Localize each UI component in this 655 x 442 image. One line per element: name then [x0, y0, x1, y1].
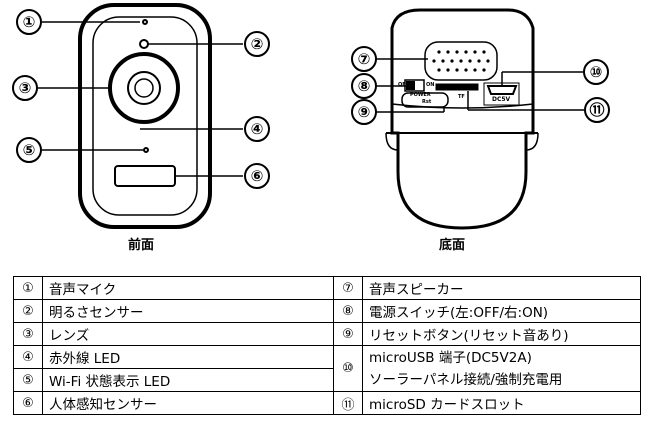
part-name: リセットボタン(リセット音あり): [362, 322, 641, 346]
caption-bottom: 底面: [439, 238, 466, 253]
table-row: ④ 赤外線 LED ⑩ microUSB 端子(DC5V2A) ソーラーパネル接…: [13, 345, 641, 392]
marker-11: ⑪: [589, 101, 604, 119]
marker-3: ③: [19, 79, 32, 97]
part-name: 音声スピーカー: [362, 276, 641, 300]
front-camera-face: [92, 16, 198, 216]
lens-inner: [134, 78, 154, 98]
reset-button: [401, 92, 449, 108]
part-number: ④: [13, 345, 43, 369]
label-power: POWER: [410, 92, 431, 98]
part-number: ①: [13, 276, 43, 300]
part-number: ⑪: [333, 391, 363, 415]
lens-middle: [127, 71, 161, 105]
part-name: microSD カードスロット: [362, 391, 641, 415]
part-name: レンズ: [42, 322, 334, 346]
table-row: ① 音声マイク ⑦ 音声スピーカー: [13, 276, 641, 300]
part-name: 人体感知センサー: [42, 391, 334, 415]
part-name: Wi-Fi 状態表示 LED: [42, 368, 334, 392]
marker-5: ⑤: [23, 141, 36, 159]
label-dc5v: DC5V: [492, 96, 511, 103]
wifi-led-dot: [143, 147, 149, 153]
lens-outer: [108, 52, 180, 124]
part-number: ⑥: [13, 391, 43, 415]
part-name: 音声マイク: [42, 276, 334, 300]
marker-4: ④: [251, 120, 264, 138]
marker-6: ⑥: [251, 167, 264, 185]
product-diagram: ① ② ③ ④ ⑤ ⑥ ⑦ ⑧ ⑨ ⑩ ⑪ OFF POWER ON TF Rs…: [12, 3, 610, 230]
part-number: ⑦: [333, 276, 363, 300]
part-number: ⑧: [333, 299, 363, 323]
part-name: 電源スイッチ(左:OFF/右:ON): [362, 299, 641, 323]
label-rst: Rst: [422, 99, 432, 105]
part-number: ③: [13, 322, 43, 346]
table-row: ⑤ Wi-Fi 状態表示 LED: [13, 368, 641, 392]
caption-front: 前面: [128, 238, 155, 253]
light-sensor: [139, 39, 149, 49]
label-off: OFF: [398, 82, 409, 88]
part-number: ⑤: [13, 368, 43, 392]
part-name: microUSB 端子(DC5V2A): [369, 349, 532, 366]
table-row: ③ レンズ ⑨ リセットボタン(リセット音あり): [13, 322, 641, 346]
speaker-grille: [424, 41, 498, 81]
marker-1: ①: [23, 13, 36, 31]
parts-table: ① 音声マイク ⑦ 音声スピーカー ② 明るさセンサー ⑧ 電源スイッチ(左:O…: [13, 276, 641, 415]
part-name-line2: ソーラーパネル接続/強制充電用: [369, 371, 563, 388]
microphone-dot: [142, 19, 148, 25]
marker-9: ⑨: [358, 103, 371, 121]
label-tf: TF: [458, 94, 465, 100]
label-on: ON: [426, 82, 434, 88]
usb-port: [486, 85, 518, 95]
part-name: 明るさセンサー: [42, 299, 334, 323]
sd-slot: [435, 83, 479, 91]
table-row: ⑥ 人体感知センサー ⑪ microSD カードスロット: [13, 391, 641, 415]
part-number: ⑨: [333, 322, 363, 346]
front-camera-body: [78, 3, 212, 229]
part-name: 赤外線 LED: [42, 345, 334, 369]
marker-10: ⑩: [590, 63, 603, 81]
part-number: ⑩: [333, 345, 363, 392]
marker-2: ②: [251, 35, 264, 53]
bottom-camera-body: [390, 8, 535, 230]
marker-7: ⑦: [358, 50, 371, 68]
marker-8: ⑧: [358, 77, 371, 95]
part-name-multiline: microUSB 端子(DC5V2A) ソーラーパネル接続/強制充電用: [362, 345, 641, 392]
table-row: ② 明るさセンサー ⑧ 電源スイッチ(左:OFF/右:ON): [13, 299, 641, 323]
pir-sensor: [114, 165, 176, 187]
part-number: ②: [13, 299, 43, 323]
